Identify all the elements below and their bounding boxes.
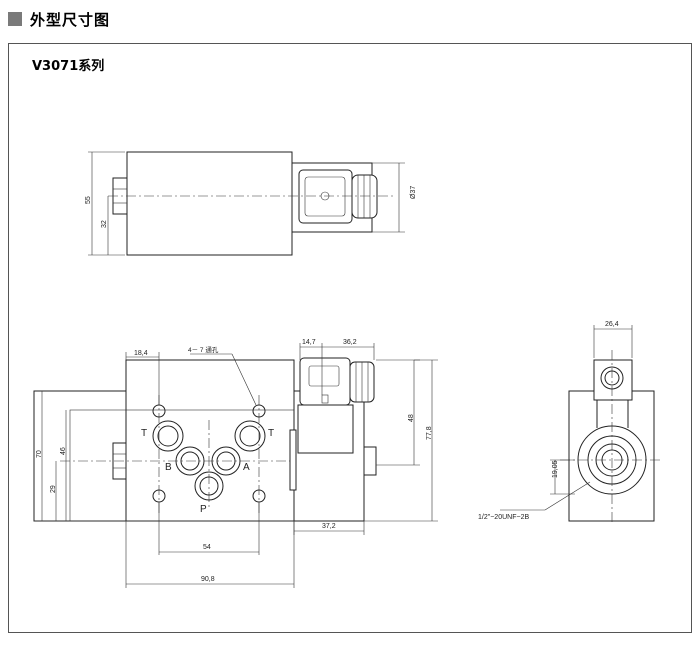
thread-note: 1/2"−20UNF−2B [478,514,529,521]
dim-77-8: 77,8 [426,426,433,440]
dim-37-2: 37,2 [322,523,336,530]
dim-54: 54 [203,544,211,551]
dim-55: 55 [85,196,92,204]
valve-body-side [126,151,293,256]
header-square-icon [8,12,22,26]
dim-70: 70 [36,450,43,458]
valve-body-front [125,359,295,522]
dim-32: 32 [101,220,108,228]
label-t-right: T [268,428,274,439]
series-title: V3071系列 [32,59,105,74]
dim-26-4: 26,4 [605,321,619,328]
port-t-right [234,420,266,452]
hex-nut-right [363,446,377,476]
connector-cap-side [351,174,378,219]
side-view: 55 32 Ø37 [85,151,417,256]
drawing-panel [8,43,692,633]
solenoid-coil [297,404,354,454]
label-a: A [243,462,250,473]
front-view: T T B A P 18,4 4－ 7 通孔 70 46 29 54 90,8 [33,345,295,588]
label-t-left: T [141,428,147,439]
end-view-top-hex [593,359,633,401]
dim-46: 46 [60,447,67,455]
solenoid-view: 14,7 36,2 48 77,8 37,2 [289,339,438,535]
page-title: 外型尺寸图 [30,10,111,29]
hole-note: 4－ 7 通孔 [188,345,219,354]
dim-90-8: 90,8 [201,576,215,583]
label-p: P [200,504,207,515]
dim-14-7: 14,7 [302,339,316,346]
dim-18-4: 18,4 [134,350,148,357]
dim-29: 29 [50,485,57,493]
section-header: 外型尺寸图 [8,8,110,30]
dim-36-2: 36,2 [343,339,357,346]
solenoid-connector [299,357,351,406]
end-view-base [568,390,655,522]
dim-coil-dia: Ø37 [410,186,417,199]
dim-19-05: 19,05 [552,460,559,478]
label-b: B [165,462,172,473]
dim-48: 48 [408,414,415,422]
end-view: 26,4 19,05 1/2"−20UNF−2B [478,321,662,522]
port-t-left [152,420,184,452]
